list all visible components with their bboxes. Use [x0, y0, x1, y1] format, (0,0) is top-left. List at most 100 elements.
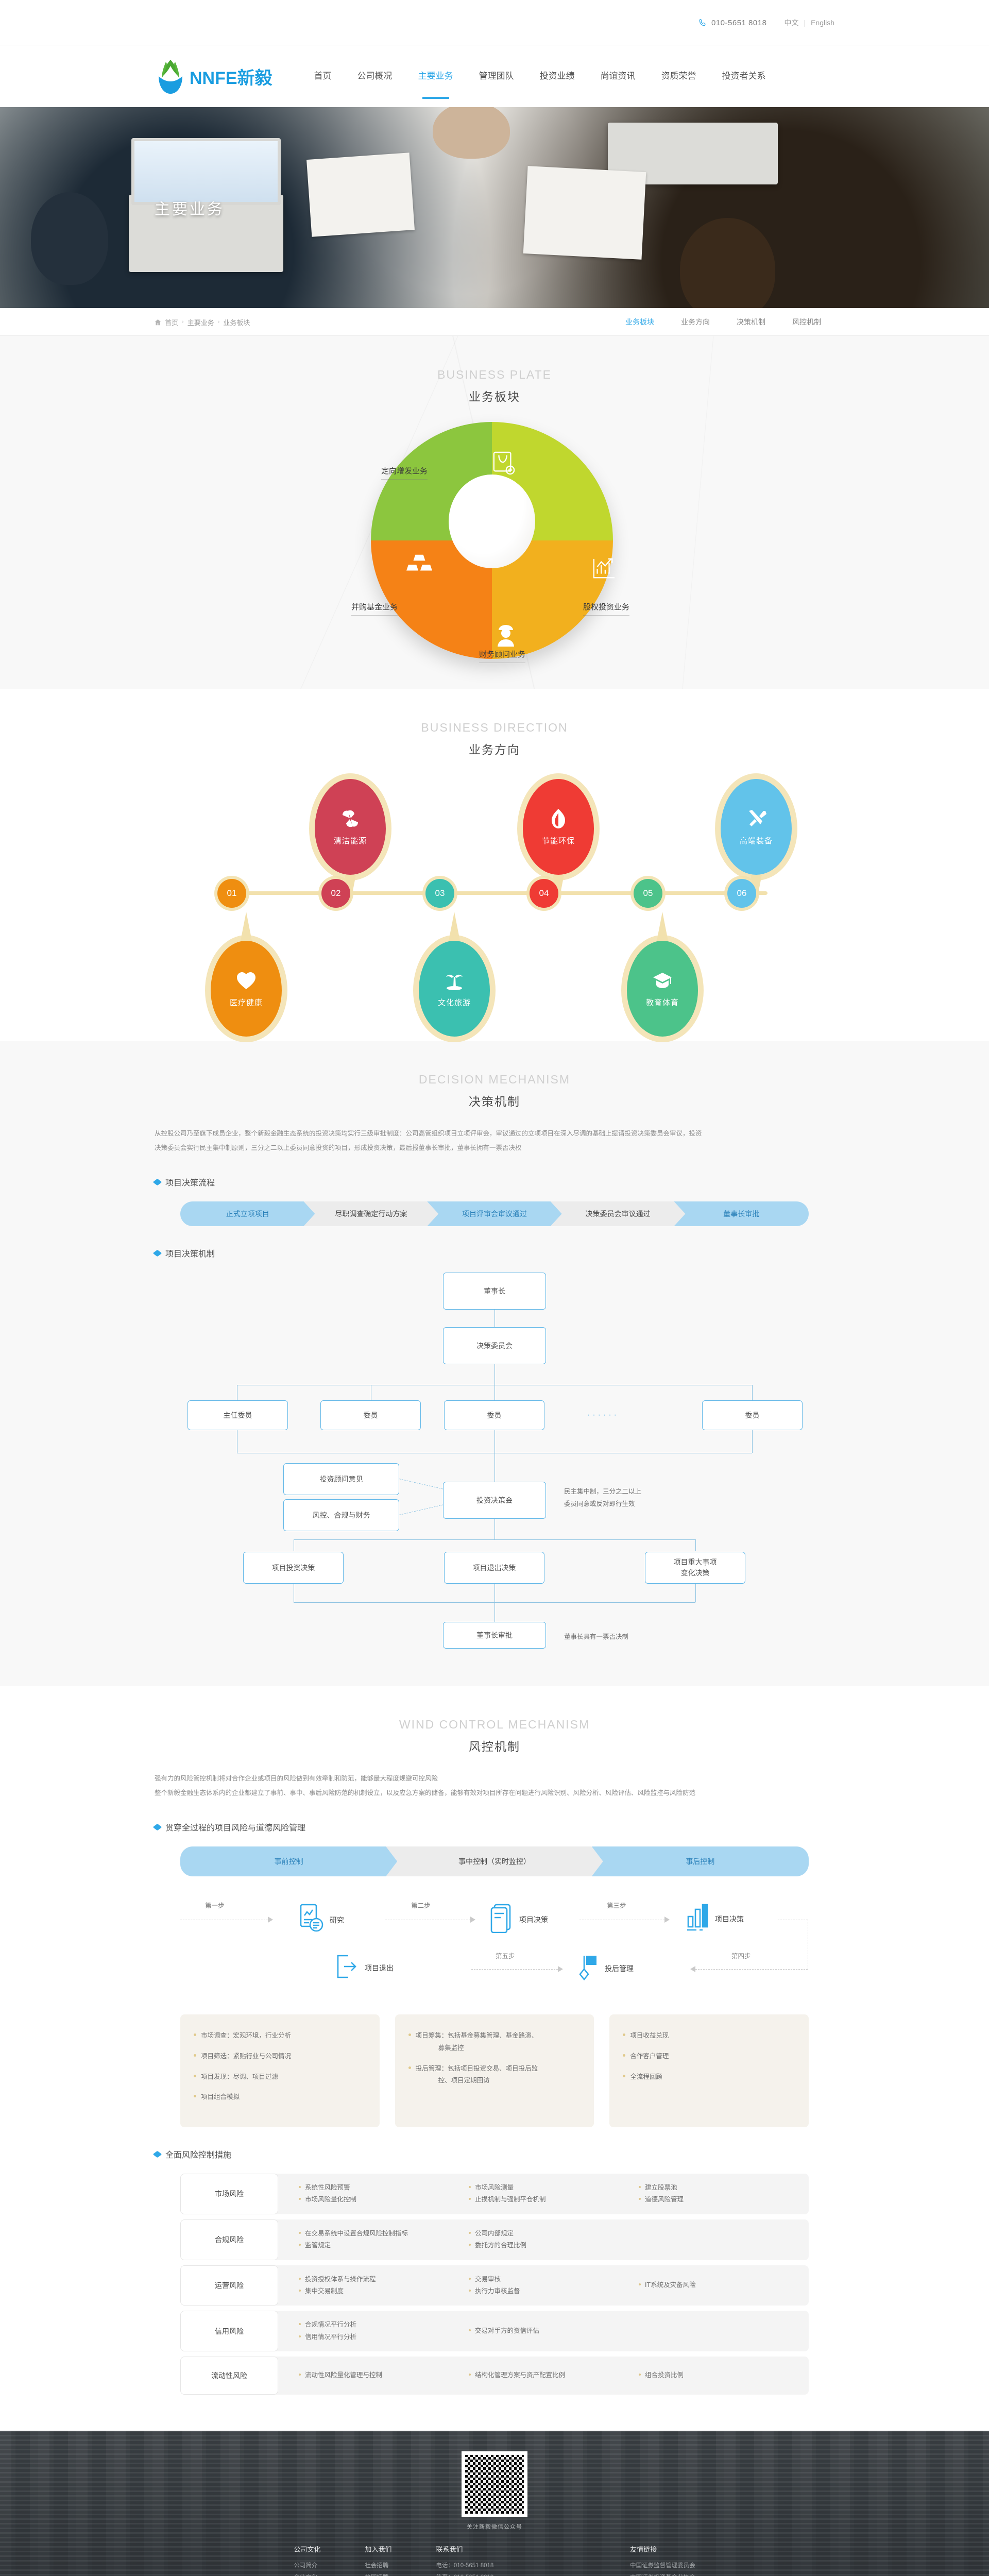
- pin-tail: [241, 912, 252, 941]
- nav-item-7[interactable]: 投资者关系: [722, 71, 766, 81]
- windcontrol-phases: 事前控制 事中控制（实时监控）事后控制: [180, 1846, 809, 1876]
- timeline-node-04[interactable]: 04: [530, 879, 558, 908]
- lang-chinese[interactable]: 中文: [784, 19, 799, 27]
- nav-item-0[interactable]: 首页: [314, 71, 332, 81]
- org-approval-note: 董事长具有一票否决制: [564, 1633, 629, 1640]
- card-list-item: 项目发现：尽调、项目过滤: [194, 2071, 366, 2083]
- footer-link[interactable]: 电话：010-5651 8018: [436, 2563, 494, 2569]
- decision-flow-title: 项目决策流程: [165, 1179, 215, 1188]
- business-plate-donut: 定向增发业务 股权投资业务: [314, 422, 675, 659]
- org-line: [752, 1430, 753, 1453]
- risk-col: 在交易系统中设置合规风险控制指标监管规定: [299, 2227, 469, 2253]
- timeline-node-01[interactable]: 01: [217, 879, 246, 908]
- flow-chevron-0[interactable]: 正式立项项目: [180, 1201, 315, 1226]
- org-members-ellipsis: ······: [587, 1411, 619, 1419]
- decision-flow-steps: 正式立项项目尽职调查确定行动方案 项目评审会审议通过 决策委员会审议通过 董事长审批: [180, 1201, 809, 1226]
- flow-chevron-label: 项目评审会审议通过: [462, 1210, 527, 1218]
- breadcrumb-level2[interactable]: 主要业务: [187, 318, 214, 327]
- risk-col: 公司内部规定委托方的合理比例: [469, 2227, 639, 2253]
- gold-bars-icon: [406, 552, 433, 579]
- lang-english[interactable]: English: [811, 19, 834, 27]
- timeline-node-03[interactable]: 03: [425, 879, 454, 908]
- subtab-1[interactable]: 业务方向: [681, 318, 710, 326]
- plate-label-3: 财务顾问业务: [479, 649, 525, 663]
- research-doc-icon: [298, 1903, 325, 1937]
- timeline-node-05[interactable]: 05: [634, 879, 662, 908]
- subtab-3[interactable]: 风控机制: [792, 318, 821, 326]
- decision-org-chart: 董事长 决策委员会 主任委员 委员 委员 ······ 委员 投资顾问意见: [180, 1273, 809, 1561]
- footer-column-title: 公司文化: [294, 2546, 321, 2553]
- flow-chevron-2[interactable]: 事后控制: [591, 1846, 809, 1876]
- direction-pin-06[interactable]: 高端装备: [721, 779, 792, 904]
- plate-label-4: 并购基金业务: [351, 601, 398, 616]
- risk-item: 在交易系统中设置合规风险控制指标: [299, 2229, 469, 2239]
- breadcrumb-level3: 业务板块: [223, 318, 250, 327]
- flow-chevron-4[interactable]: 董事长审批: [674, 1201, 809, 1226]
- subtab-2[interactable]: 决策机制: [737, 318, 765, 326]
- breadcrumb-home[interactable]: 首页: [165, 318, 179, 327]
- phone-number[interactable]: 010-5651 8018: [711, 18, 767, 27]
- logo-wordmark: NNFE新毅: [190, 68, 272, 88]
- footer-link[interactable]: 公司简介: [294, 2563, 318, 2569]
- nav-item-5[interactable]: 尚谊资讯: [600, 71, 636, 81]
- card-list: 项目收益兑现合作客户管理全流程回顾: [623, 2030, 795, 2083]
- step-label-5: 第五步: [496, 1953, 515, 1960]
- org-node-risk-finance: 风控、合规与财务: [283, 1499, 399, 1531]
- exit-arrow-icon: [335, 1954, 360, 1982]
- risk-item: 公司内部规定: [469, 2229, 639, 2239]
- windcontrol-cards: 市场调查：宏观环境，行业分析项目筛选：紧贴行业与公司情况项目发现：尽调、项目过滤…: [180, 2014, 809, 2127]
- wind-control-section: WIND CONTROL MECHANISM 风控机制 强有力的风险管控机制将对…: [0, 1686, 989, 2431]
- hero-title: 主要业务: [155, 201, 225, 218]
- footer-link[interactable]: 企业文化: [294, 2572, 320, 2576]
- windcontrol-card-2: 项目收益兑现合作客户管理全流程回顾: [609, 2014, 809, 2127]
- windcontrol-card-0: 市场调查：宏观环境，行业分析项目筛选：紧贴行业与公司情况项目发现：尽调、项目过滤…: [180, 2014, 380, 2127]
- direction-pin-04[interactable]: 节能环保: [523, 779, 594, 904]
- windcontrol-heading: WIND CONTROL MECHANISM 风控机制: [155, 1718, 834, 1754]
- nav-item-2[interactable]: 主要业务: [405, 66, 466, 87]
- footer-link[interactable]: 传真：010-5651 8019: [436, 2572, 586, 2576]
- subtab-0[interactable]: 业务板块: [625, 318, 654, 326]
- timeline-node-06[interactable]: 06: [727, 879, 756, 908]
- site-logo[interactable]: NNFE新毅: [155, 58, 272, 95]
- flow-chevron-label: 决策委员会审议通过: [585, 1210, 651, 1218]
- bar-chart-up-icon: [591, 557, 616, 583]
- footer-link[interactable]: 校园招聘: [365, 2572, 391, 2576]
- decision-title-cn: 决策机制: [469, 1095, 520, 1108]
- risk-item: 建立股票池: [639, 2183, 809, 2193]
- direction-title-en: BUSINESS DIRECTION: [421, 721, 568, 734]
- risk-row-name: 流动性风险: [180, 2357, 278, 2395]
- footer-link[interactable]: 中国证券投资基金业协会: [630, 2572, 695, 2576]
- footer-link[interactable]: 中国证券监督管理委员会: [630, 2563, 695, 2569]
- flow-chevron-1[interactable]: 事中控制（实时监控）: [386, 1846, 603, 1876]
- nav-item-4[interactable]: 投资业绩: [539, 71, 575, 81]
- pin-tail: [449, 912, 460, 941]
- direction-pin-03[interactable]: 文化旅游: [419, 912, 490, 1037]
- flow-chevron-1[interactable]: 尽职调查确定行动方案: [304, 1201, 439, 1226]
- plate-label-1: 定向增发业务: [381, 465, 428, 480]
- footer-link[interactable]: 社会招聘: [365, 2563, 389, 2569]
- risk-item: 投资授权体系与操作流程: [299, 2275, 469, 2284]
- flow-chevron-3[interactable]: 决策委员会审议通过: [551, 1201, 686, 1226]
- timeline-node-02[interactable]: 02: [321, 879, 350, 908]
- risk-title-row: 全面风险控制措施: [152, 2148, 834, 2160]
- nav-item-3[interactable]: 管理团队: [479, 71, 514, 81]
- direction-pin-05[interactable]: 教育体育: [627, 912, 698, 1037]
- direction-pin-01[interactable]: 医疗健康: [211, 912, 282, 1037]
- org-chart-title: 项目决策机制: [165, 1250, 215, 1259]
- flow-chevron-0[interactable]: 事前控制: [180, 1846, 397, 1876]
- card-list-item: 市场调查：宏观环境，行业分析: [194, 2030, 366, 2042]
- card-list-item: 全流程回顾: [623, 2071, 795, 2083]
- org-node-major-change-decision: 项目重大事项 变化决策: [645, 1552, 745, 1584]
- direction-pin-02[interactable]: 清洁能源: [315, 779, 386, 904]
- direction-bulb: 清洁能源: [315, 779, 386, 875]
- nav-item-6[interactable]: 资质荣誉: [661, 71, 696, 81]
- flow-chevron-label: 事前控制: [274, 1857, 303, 1866]
- direction-bulb: 文化旅游: [419, 941, 490, 1037]
- risk-item: 监管规定: [299, 2241, 469, 2250]
- nav-item-1[interactable]: 公司概况: [357, 71, 393, 81]
- flow-chevron-2[interactable]: 项目评审会审议通过: [427, 1201, 562, 1226]
- direction-label: 高端装备: [739, 837, 773, 845]
